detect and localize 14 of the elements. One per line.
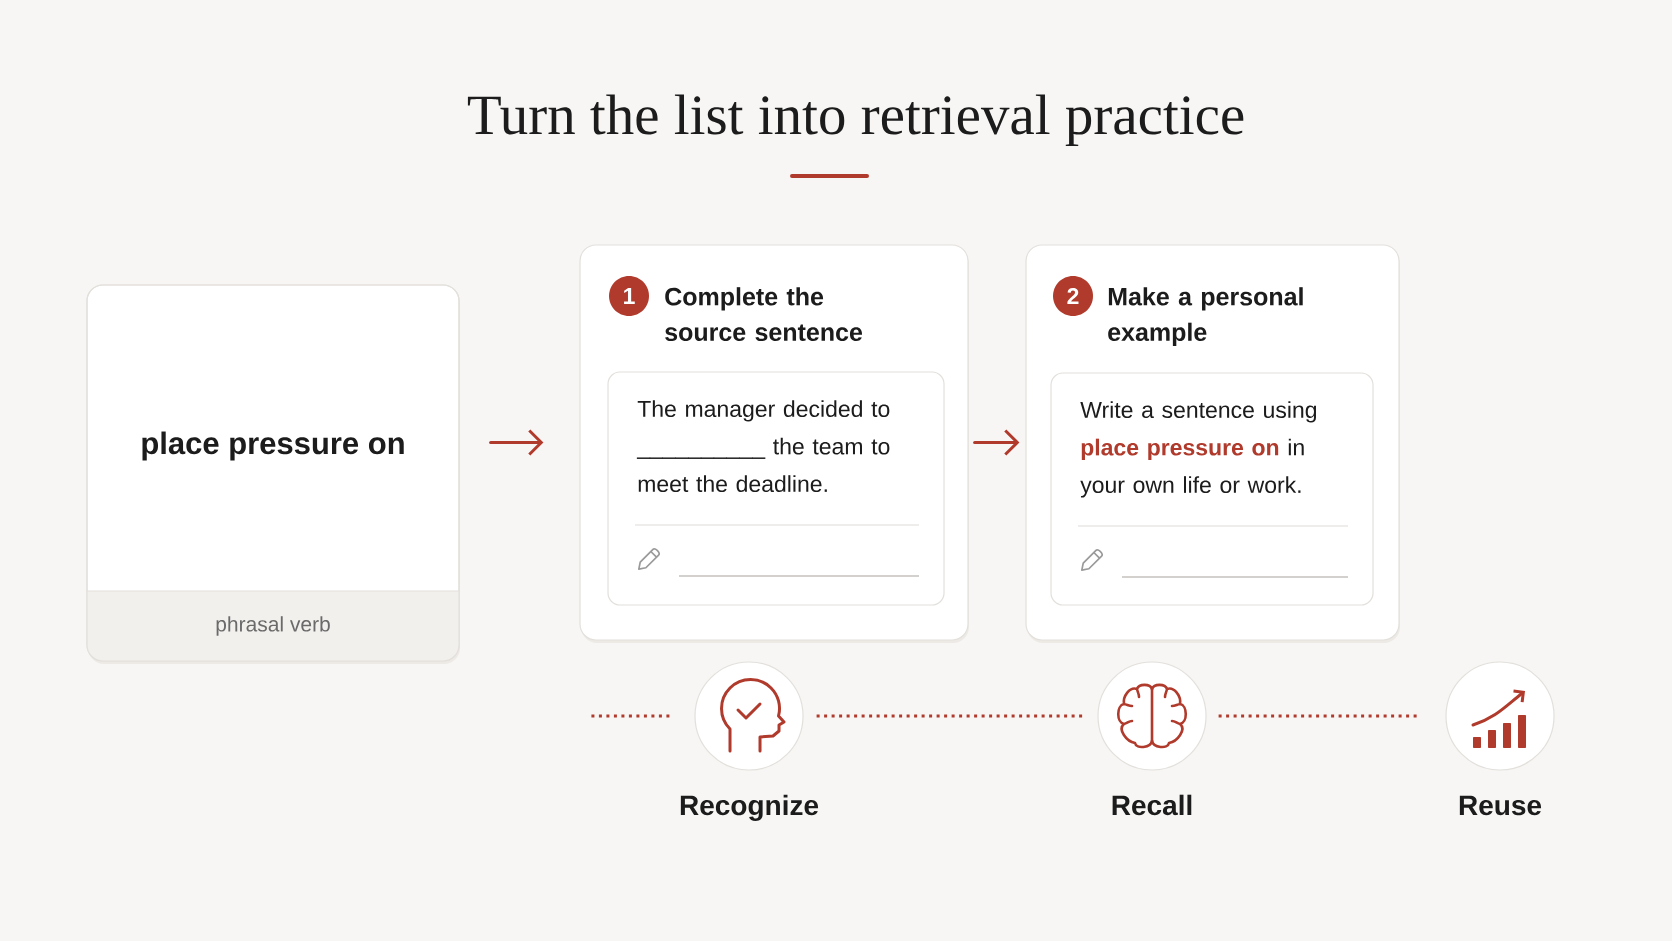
prompt-text: Write a sentence using place pressure on in your own life or work. xyxy=(1080,401,1317,498)
step-heading: Complete the source sentence xyxy=(665,287,863,342)
arrow xyxy=(489,429,544,456)
stage-label: Recall xyxy=(1112,794,1192,816)
number-badge: 1 xyxy=(609,276,649,316)
category-label: phrasal verb xyxy=(216,616,330,636)
prompt-text: The manager decided to __________ the team to meet the deadline. xyxy=(636,400,890,493)
number-badge: 2 xyxy=(1053,276,1093,316)
dotted-line xyxy=(816,714,1083,718)
stage-label: Recognize xyxy=(680,794,819,821)
title: Turn the list into retrieval practice xyxy=(467,94,1244,147)
term-text: place pressure on xyxy=(142,431,404,461)
stage-label: Reuse xyxy=(1459,795,1542,816)
step-heading: Make a personal example xyxy=(1108,287,1303,346)
